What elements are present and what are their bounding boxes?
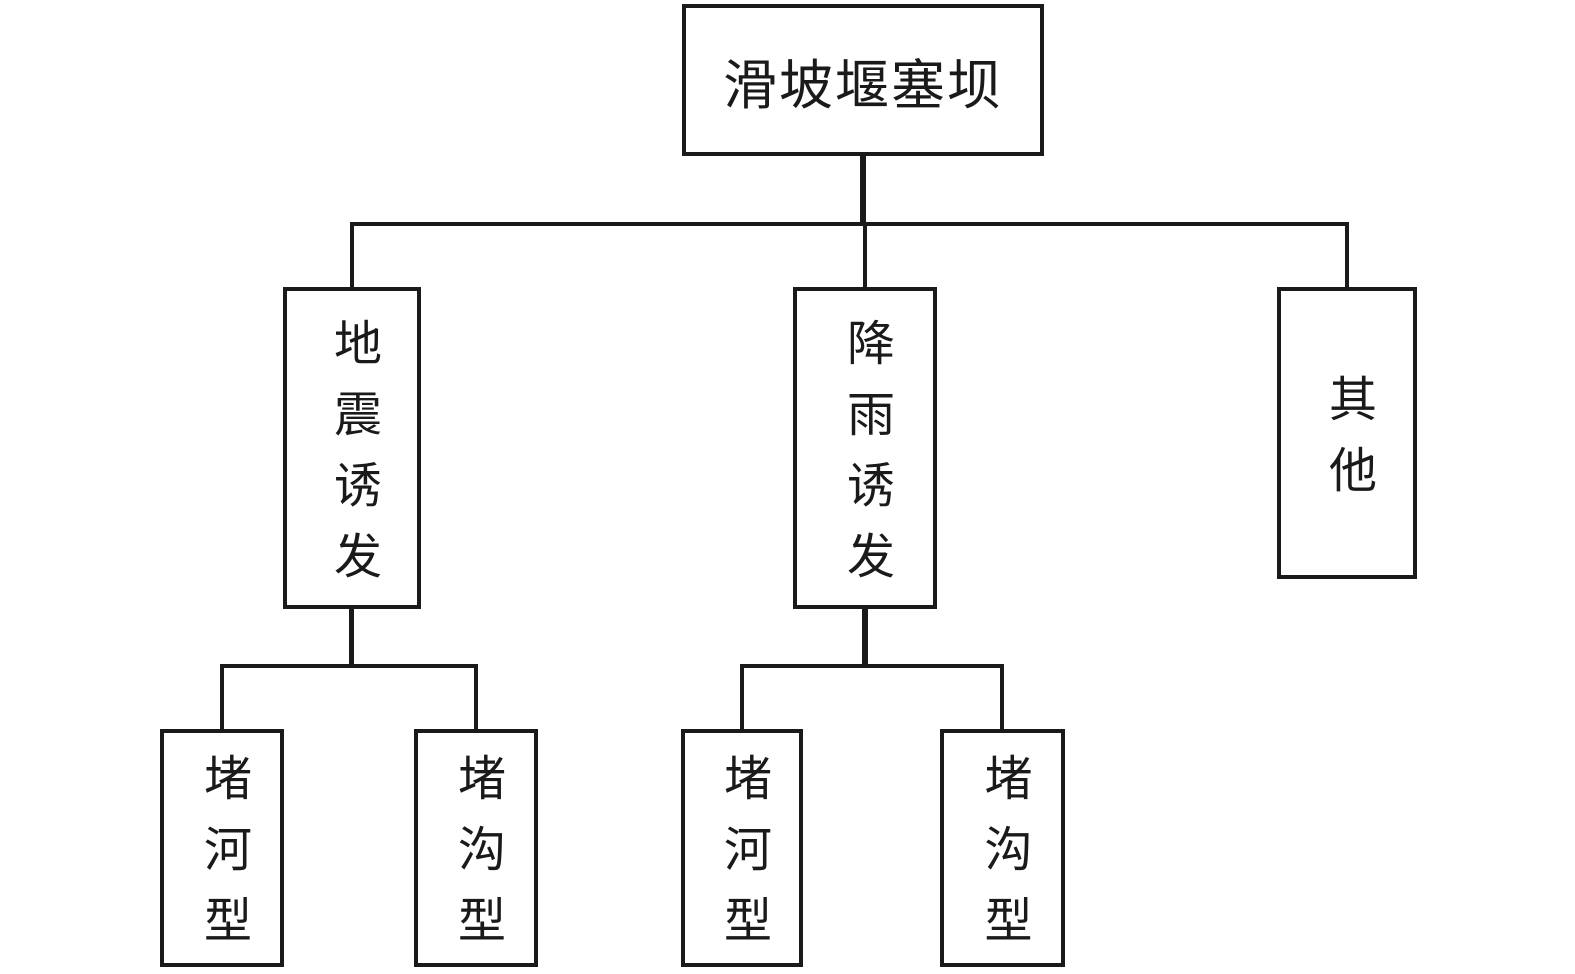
- connector-rainfall-hline: [740, 664, 1004, 668]
- node-root-label: 滑坡堰塞坝: [723, 55, 1003, 116]
- connector-drop-rain-gully: [1000, 664, 1004, 731]
- node-eq-river-label: 堵河型: [196, 753, 249, 966]
- node-eq-gully-blocking-type: 堵沟型: [414, 729, 538, 967]
- connector-drop-rain-river: [740, 664, 744, 731]
- node-root-landslide-dam: 滑坡堰塞坝: [682, 4, 1044, 156]
- connector-drop-eq-river: [220, 664, 224, 731]
- node-other: 其他: [1277, 287, 1417, 579]
- node-other-label: 其他: [1321, 373, 1374, 516]
- connector-drop-earthquake: [350, 222, 354, 289]
- connector-level1-hline: [350, 222, 1349, 226]
- node-earthquake-label: 地震诱发: [326, 317, 379, 602]
- node-eq-river-blocking-type: 堵河型: [160, 729, 284, 967]
- connector-earthquake-hline: [220, 664, 478, 668]
- node-rain-gully-blocking-type: 堵沟型: [940, 729, 1065, 967]
- node-rain-river-label: 堵河型: [716, 753, 769, 966]
- connector-drop-eq-gully: [474, 664, 478, 731]
- node-eq-gully-label: 堵沟型: [450, 753, 503, 966]
- connector-root-stem: [860, 155, 866, 226]
- connector-rainfall-stem: [862, 606, 868, 668]
- node-rain-gully-label: 堵沟型: [976, 753, 1030, 966]
- node-rainfall-induced: 降雨诱发: [793, 287, 937, 609]
- connector-drop-other: [1345, 222, 1349, 289]
- node-earthquake-induced: 地震诱发: [283, 287, 421, 609]
- node-rainfall-label: 降雨诱发: [839, 317, 892, 602]
- connector-earthquake-stem: [349, 606, 354, 668]
- node-rain-river-blocking-type: 堵河型: [681, 729, 803, 967]
- connector-drop-rainfall: [863, 222, 867, 289]
